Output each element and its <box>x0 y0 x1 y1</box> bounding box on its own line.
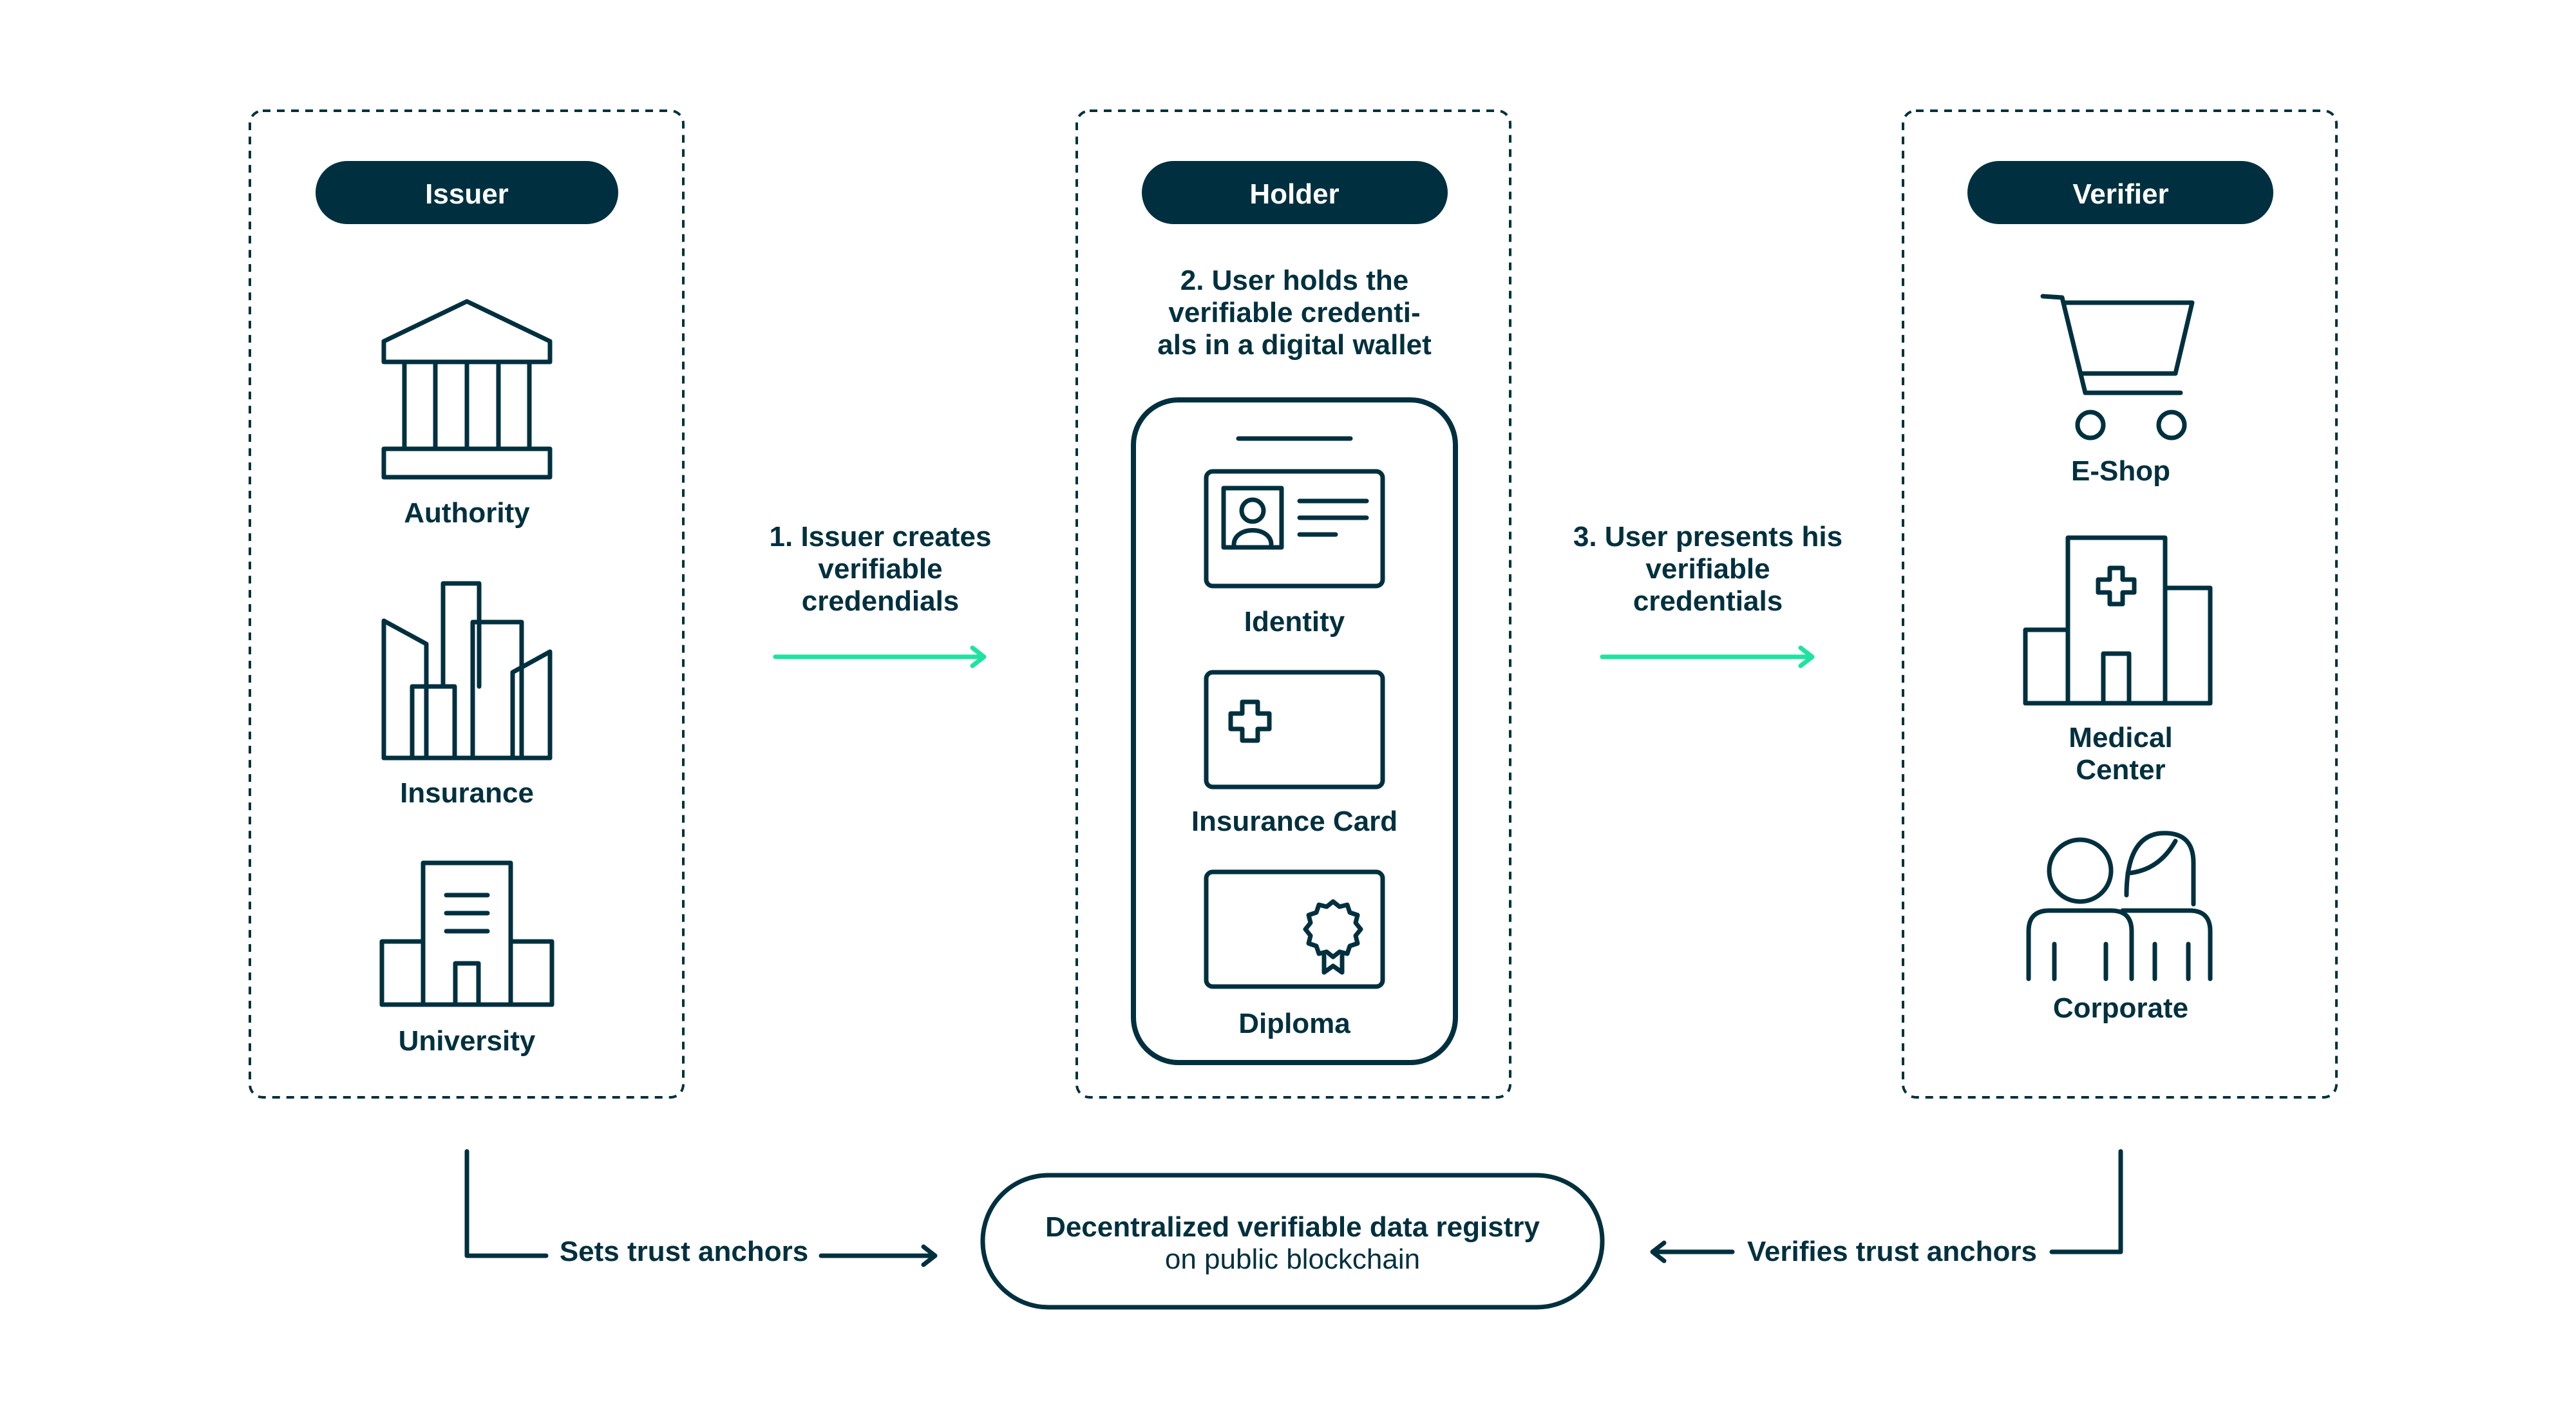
credential-identity: Identity <box>1204 469 1385 638</box>
id-card-icon <box>1221 486 1369 550</box>
issue-flow: 1. Issuer creates verifiable credendials <box>770 521 992 668</box>
authority-label: Authority <box>404 497 530 529</box>
issuer-pill <box>316 161 618 224</box>
verifier-pill <box>1967 161 2273 224</box>
diploma-label: Diploma <box>1238 1008 1350 1039</box>
sets-trust-anchors-label: Sets trust anchors <box>560 1236 808 1267</box>
diploma-certificate-icon <box>1303 899 1363 975</box>
medical-center-label-line-2: Center <box>2076 754 2165 786</box>
registry-title: Decentralized verifiable data registry <box>1045 1211 1540 1243</box>
shopping-cart-icon <box>2040 294 2195 440</box>
medical-center-label-line-1: Medical <box>2069 722 2172 753</box>
issuer-title: Issuer <box>425 178 509 210</box>
hospital-icon <box>2023 535 2213 706</box>
insurance-card-label: Insurance Card <box>1191 806 1397 837</box>
city-buildings-icon <box>381 581 553 761</box>
people-icon <box>2026 831 2213 981</box>
holder-step-line-2: verifiable credenti- <box>1168 297 1420 328</box>
medical-card-icon <box>1228 699 1272 743</box>
digital-wallet: Identity Insurance Card Diploma <box>1131 397 1458 1065</box>
credential-insurance-card: Insurance Card <box>1191 670 1397 837</box>
sets-trust-connector <box>464 1149 938 1267</box>
holder-pill <box>1142 161 1448 224</box>
holder-dashed-box <box>1075 109 1511 1099</box>
phone-frame-icon <box>1131 397 1458 1065</box>
verifier-dashed-box <box>1902 109 2338 1099</box>
present-flow: 3. User presents his verifiable credenti… <box>1573 521 1842 668</box>
holder-title: Holder <box>1249 178 1339 210</box>
verifier-panel: Verifier E-Shop Medical Center <box>1902 109 2338 1099</box>
corporate-label: Corporate <box>2053 992 2188 1024</box>
verifier-title: Verifier <box>2072 178 2168 210</box>
issue-step-line-3: credendials <box>802 585 960 617</box>
university-label: University <box>399 1025 536 1057</box>
verifies-trust-connector <box>1650 1149 2123 1263</box>
university-building-icon <box>379 860 554 1007</box>
issuer-dashed-box <box>249 109 685 1099</box>
data-registry: Decentralized verifiable data registry o… <box>980 1173 1605 1310</box>
bank-building-icon <box>381 299 553 480</box>
issue-arrow-icon <box>773 645 987 668</box>
present-arrow-icon <box>1600 645 1815 668</box>
present-step-line-2: verifiable <box>1645 553 1770 585</box>
credential-diploma: Diploma <box>1204 869 1385 1039</box>
verifies-trust-anchors-label: Verifies trust anchors <box>1747 1236 2037 1267</box>
present-step-line-3: credentials <box>1633 585 1783 617</box>
registry-capsule <box>980 1173 1605 1310</box>
registry-subtitle: on public blockchain <box>1165 1244 1420 1275</box>
holder-step-line-1: 2. User holds the <box>1180 265 1409 296</box>
issue-step-line-1: 1. Issuer creates <box>770 521 992 553</box>
identity-label: Identity <box>1244 606 1345 638</box>
insurance-label: Insurance <box>400 777 534 809</box>
issue-step-line-2: verifiable <box>818 553 942 585</box>
holder-panel: Holder 2. User holds the verifiable cred… <box>1075 109 1511 1099</box>
present-step-line-1: 3. User presents his <box>1573 521 1842 553</box>
trust-anchor-flow: Sets trust anchors Decentralized verifia… <box>464 1149 2123 1310</box>
issuer-panel: Issuer Authority Insurance <box>249 109 685 1099</box>
holder-step-line-3: als in a digital wallet <box>1157 329 1432 361</box>
eshop-label: E-Shop <box>2071 455 2170 487</box>
